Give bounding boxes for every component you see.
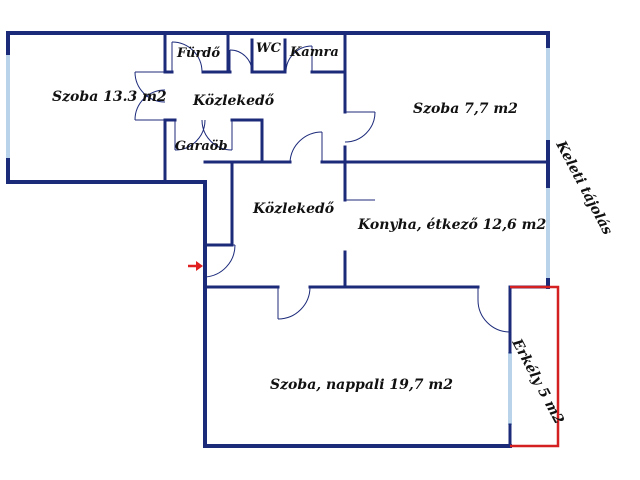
label-room-13: Szoba 13.3 m2 bbox=[52, 89, 167, 105]
label-bathroom: Fürdő bbox=[176, 46, 220, 61]
entrance-arrow-icon bbox=[188, 261, 203, 271]
label-wc: WC bbox=[256, 41, 282, 56]
door-room-7 bbox=[344, 111, 376, 143]
label-hallway-mid: Közlekedő bbox=[252, 201, 335, 217]
door-wc bbox=[229, 49, 253, 73]
label-orientation: Keleti tájolás bbox=[552, 137, 615, 237]
door-pantry bbox=[285, 45, 313, 73]
door-room-13 bbox=[134, 71, 166, 121]
door-bathroom bbox=[171, 41, 203, 73]
windows bbox=[6, 48, 550, 425]
door-living bbox=[277, 286, 311, 320]
doors bbox=[134, 41, 511, 333]
label-room-7: Szoba 7,7 m2 bbox=[413, 101, 518, 117]
door-entrance bbox=[204, 244, 236, 278]
label-wardrobe: Garaöb bbox=[175, 139, 228, 154]
label-pantry: Kamra bbox=[289, 45, 339, 60]
label-living: Szoba, nappali 19,7 m2 bbox=[270, 377, 453, 393]
door-wardrobe bbox=[174, 119, 233, 151]
label-kitchen: Konyha, étkező 12,6 m2 bbox=[357, 217, 546, 233]
door-balcony bbox=[477, 287, 511, 333]
balcony-outline bbox=[510, 285, 560, 448]
label-hallway-top: Közlekedő bbox=[192, 93, 275, 109]
door-hallway bbox=[289, 131, 323, 163]
